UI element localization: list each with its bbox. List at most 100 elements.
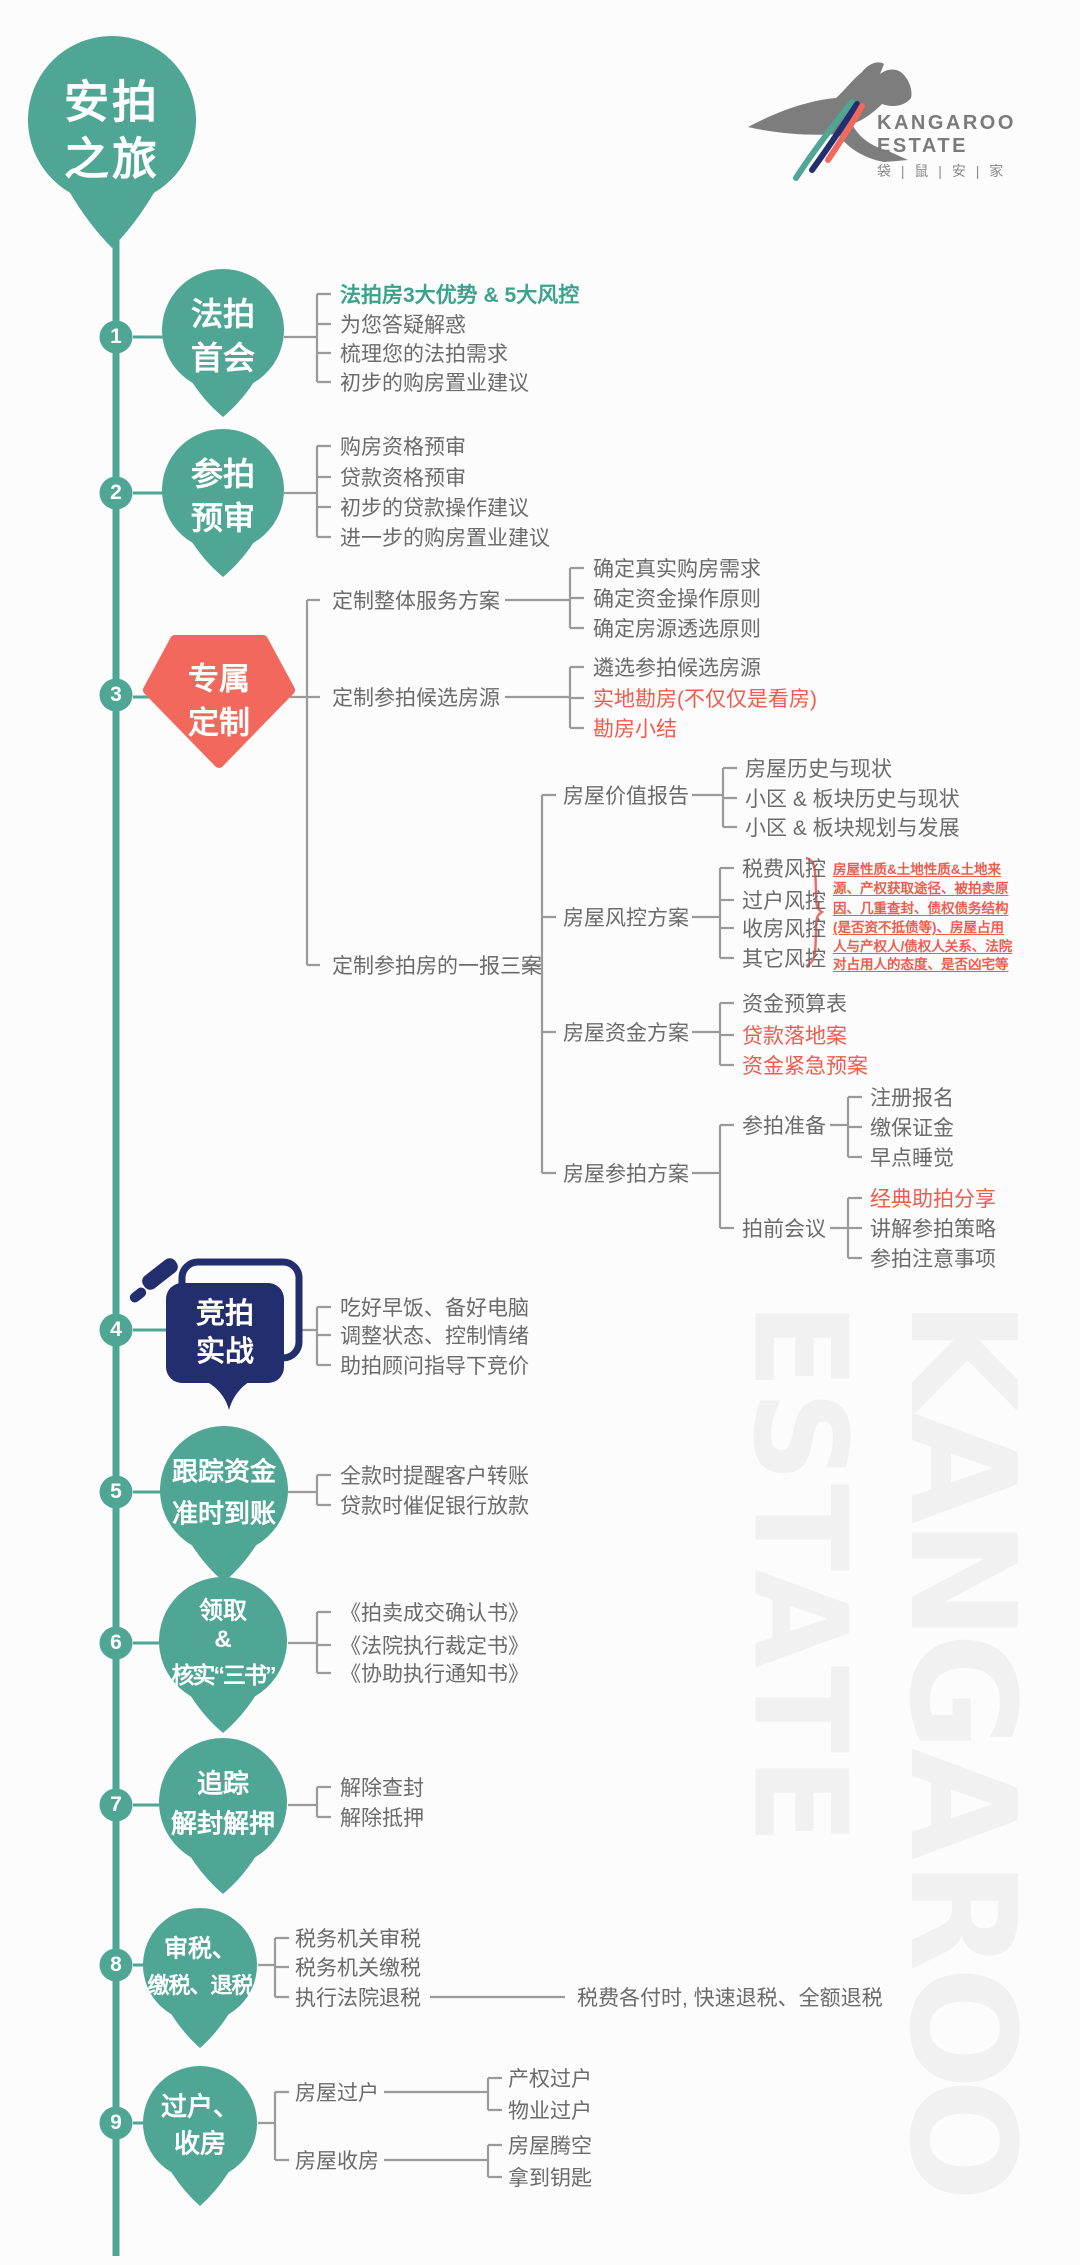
step1-label-1: 法拍 <box>190 296 256 332</box>
list-item: 房屋历史与现状 <box>745 758 892 781</box>
logo-stripe-coral <box>825 103 865 163</box>
risk-note-line: 对占用人的态度、是否凶宅等 <box>833 957 1009 972</box>
step9-label-1: 过户、 <box>160 2091 240 2122</box>
list-item: 拍前会议 <box>742 1218 826 1241</box>
list-item: 执行法院退税 <box>295 1987 421 2010</box>
list-item: 小区 & 板块历史与现状 <box>745 788 960 811</box>
step-connectors <box>133 335 170 2125</box>
list-item: 《法院执行裁定书》 <box>340 1635 529 1658</box>
step-number-1: 1 <box>110 325 122 348</box>
list-item: 初步的购房置业建议 <box>340 372 529 395</box>
list-item: 参拍注意事项 <box>870 1248 996 1271</box>
list-item: 初步的贷款操作建议 <box>340 497 529 520</box>
list-item: 税务机关缴税 <box>295 1957 421 1980</box>
step8-label-2: 缴税、退税 <box>147 1973 253 1998</box>
step3-gem <box>143 635 295 768</box>
list-item: 参拍准备 <box>742 1115 826 1138</box>
list-item: 法拍房3大优势 & 5大风控 <box>340 284 580 307</box>
list-item: 进一步的购房置业建议 <box>340 527 550 550</box>
list-item: 产权过户 <box>508 2068 592 2091</box>
step8-label-1: 审税、 <box>164 1935 236 1963</box>
step6-label-1: 领取 <box>199 1597 247 1625</box>
list-item: 确定资金操作原则 <box>593 588 761 611</box>
list-item: 确定房源透选原则 <box>593 618 761 641</box>
step9-label-2: 收房 <box>173 2128 227 2159</box>
list-item: 过户风控 <box>742 890 826 913</box>
list-item: 吃好早饭、备好电脑 <box>340 1297 529 1320</box>
list-item: 《协助执行通知书》 <box>340 1663 529 1686</box>
list-item: 资金紧急预案 <box>742 1055 868 1078</box>
list-item: 勘房小结 <box>593 718 677 741</box>
step6-label-2: & <box>214 1626 232 1653</box>
list-item: 全款时提醒客户转账 <box>340 1465 529 1488</box>
risk-note-line: 人与产权人/债权人关系、法院 <box>833 939 1013 954</box>
step3-label-2: 定制 <box>188 705 250 741</box>
risk-note-brace <box>805 856 825 968</box>
gavel-icon <box>129 1258 178 1303</box>
list-item: 确定真实购房需求 <box>593 558 761 581</box>
list-item: 缴保证金 <box>870 1117 954 1140</box>
timeline-line <box>112 140 120 2256</box>
list-item: 房屋参拍方案 <box>563 1163 689 1186</box>
step5-label-1: 跟踪资金 <box>171 1456 277 1487</box>
step2-label-2: 预审 <box>190 500 256 536</box>
list-item: 讲解参拍策略 <box>870 1218 996 1241</box>
logo-brand-cn: 袋 | 鼠 | 安 | 家 <box>877 163 1007 179</box>
step-balloons <box>142 268 288 2206</box>
list-item: 定制整体服务方案 <box>332 590 500 613</box>
step6-label-3: 核实“三书” <box>171 1662 277 1688</box>
step3-label-1: 专属 <box>188 661 250 697</box>
list-item: 实地勘房(不仅仅是看房) <box>593 688 817 711</box>
risk-note-line: 因、几重查封、债权债务结构 <box>833 901 1009 916</box>
logo-brand-line2: ESTATE <box>877 135 968 157</box>
step-number-5: 5 <box>110 1480 122 1503</box>
step1-label-2: 首会 <box>190 340 256 376</box>
kangaroo-logo <box>748 62 912 181</box>
title-line1: 安拍 <box>63 76 161 128</box>
step-number-7: 7 <box>110 1793 122 1816</box>
step4-label-1: 竞拍 <box>195 1298 255 1330</box>
logo-stripe-teal <box>793 99 855 181</box>
step-number-8: 8 <box>110 1953 122 1976</box>
step4-label-2: 实战 <box>195 1336 255 1368</box>
title-line2: 之旅 <box>63 133 161 185</box>
list-item: 税费各付时, 快速退税、全额退税 <box>577 1987 883 2010</box>
list-item: 调整状态、控制情绪 <box>340 1325 529 1348</box>
list-item: 税务机关审税 <box>295 1928 421 1951</box>
list-item: 注册报名 <box>870 1087 954 1110</box>
list-item: 税费风控 <box>742 858 826 881</box>
list-item: 资金预算表 <box>742 993 847 1016</box>
list-item: 其它风控 <box>742 948 826 971</box>
list-item: 解除抵押 <box>340 1807 424 1830</box>
list-item: 购房资格预审 <box>340 436 466 459</box>
list-item: 定制参拍候选房源 <box>332 687 500 710</box>
list-item: 房屋腾空 <box>508 2135 592 2158</box>
list-item: 《拍卖成交确认书》 <box>340 1602 529 1625</box>
list-item: 房屋过户 <box>295 2082 379 2105</box>
connector-lines <box>258 292 862 2179</box>
risk-note-line: 源、产权获取途径、被拍卖原 <box>833 881 1009 896</box>
step5-label-2: 准时到账 <box>171 1498 277 1529</box>
list-item: 贷款资格预审 <box>340 467 466 490</box>
step-number-6: 6 <box>110 1631 122 1654</box>
list-item: 为您答疑解惑 <box>340 314 466 337</box>
step2-label-1: 参拍 <box>190 456 256 492</box>
list-item: 拿到钥匙 <box>508 2167 592 2190</box>
list-item: 助拍顾问指导下竞价 <box>340 1355 529 1378</box>
risk-note-line: (是否资不抵债等)、房屋占用 <box>833 920 1004 935</box>
list-item: 梳理您的法拍需求 <box>340 343 508 366</box>
list-item: 房屋价值报告 <box>563 785 689 808</box>
step-number-4: 4 <box>110 1318 122 1341</box>
list-item: 早点睡觉 <box>870 1147 954 1170</box>
list-item: 贷款时催促银行放款 <box>340 1495 529 1518</box>
list-item: 遴选参拍候选房源 <box>593 657 761 680</box>
list-item: 房屋风控方案 <box>563 907 689 930</box>
step-markers <box>99 320 133 2140</box>
step-number-9: 9 <box>110 2111 122 2134</box>
list-item: 经典助拍分享 <box>870 1188 996 1211</box>
list-item: 物业过户 <box>508 2100 592 2123</box>
list-item: 收房风控 <box>742 918 826 941</box>
list-item: 小区 & 板块规划与发展 <box>745 817 960 840</box>
